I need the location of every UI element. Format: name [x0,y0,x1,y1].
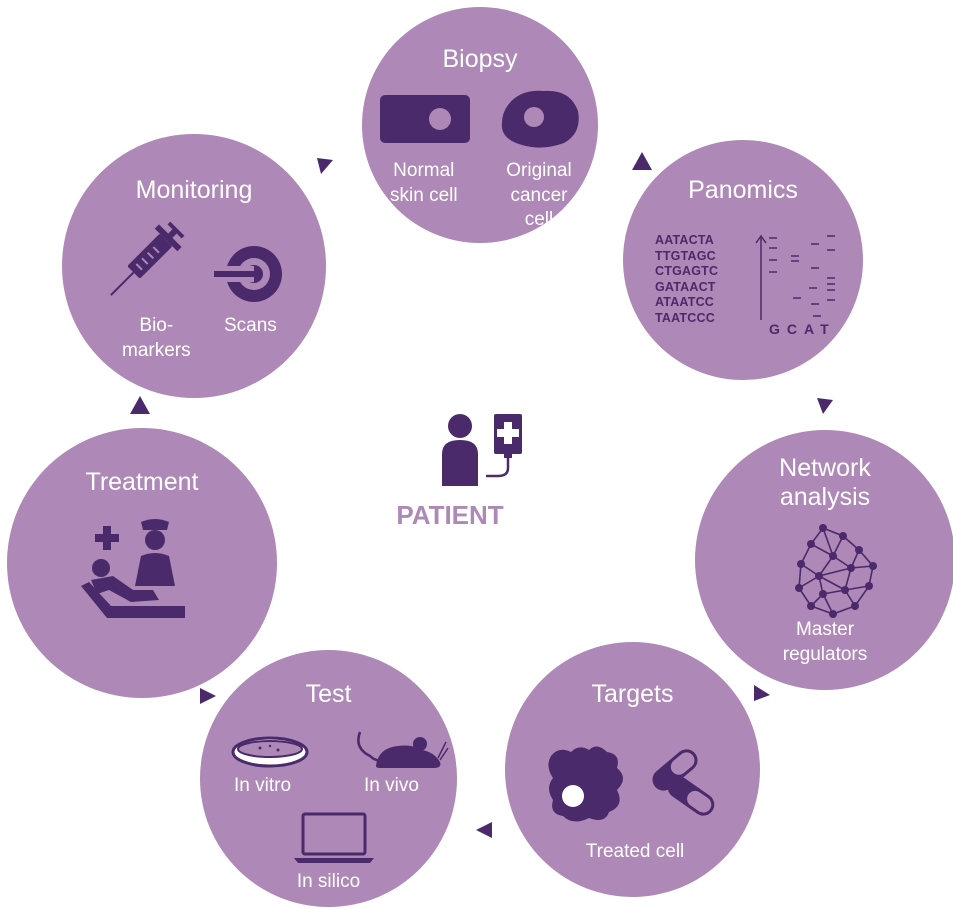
biopsy-title: Biopsy [442,45,518,73]
treated-cell-label: Treated cell [585,841,685,862]
capsule-pill-icon [652,749,715,816]
petri-dish-icon [231,736,309,768]
arrow-monitoring-to-biopsy [317,158,333,174]
patient-bed-nurse-icon [81,519,185,618]
arrow-test-to-treatment [200,688,216,704]
treatment-title: Treatment [85,468,199,496]
arrow-treatment-to-monitoring [130,396,150,414]
scans-label: Scans [224,315,277,336]
targets-title: Targets [591,680,674,708]
test-stage: Test In vitro In vivo In silico [200,650,457,907]
patient-label: PATIENT [396,500,504,530]
cancer-cell-icon [501,90,579,148]
mouse-icon [357,731,449,768]
treatment-stage: Treatment [7,428,277,698]
monitoring-title: Monitoring [135,176,253,204]
biomarkers-label: Bio-markers [122,315,191,361]
arrow-network-to-targets [754,685,770,701]
monitoring-stage: Monitoring Bio-markers Scans [62,134,326,398]
arrow-targets-to-test [476,822,492,838]
in-silico-label: In silico [296,871,361,892]
arrow-panomics-to-network [817,398,833,414]
base-letters: GCAT [769,321,836,337]
dna-sequences: AATACTA TTGTAGC CTGAGTC GATAACT ATAATCC … [655,233,719,325]
in-vivo-label: In vivo [364,775,419,796]
arrow-biopsy-to-panomics [632,152,652,170]
sequencing-chart-icon [755,234,835,320]
syringe-icon [110,221,185,296]
treated-cell-icon [548,746,623,822]
targets-stage: Targets Treated cell [505,642,760,897]
in-vitro-label: In vitro [234,775,292,796]
panomics-stage: Panomics AATACTA TTGTAGC CTGAGTC GATAACT… [623,140,863,380]
network-graph-icon [795,524,877,618]
laptop-icon [294,812,374,863]
patient-iv-icon [442,414,522,486]
normal-skin-cell-icon [380,95,470,143]
test-title: Test [305,680,352,708]
panomics-title: Panomics [688,176,798,204]
scanner-icon [214,246,282,302]
